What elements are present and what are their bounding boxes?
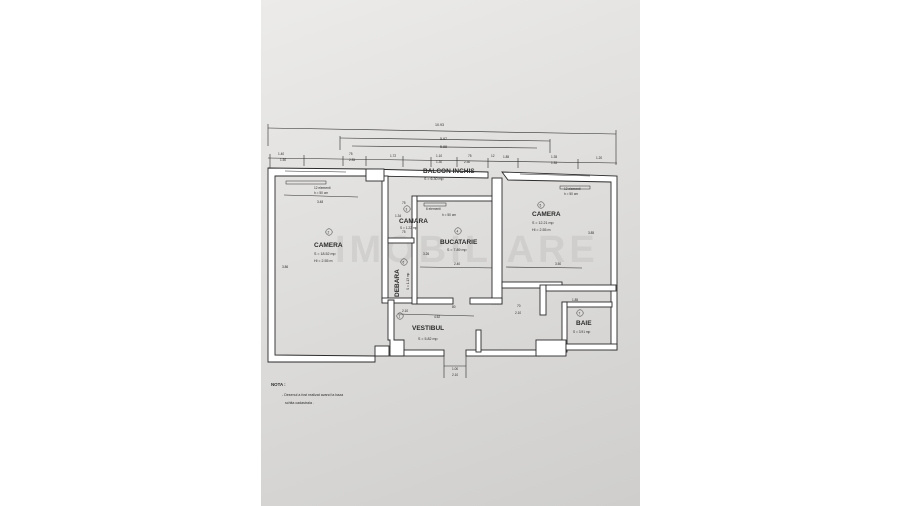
dim-right-height: 3.85	[588, 231, 594, 235]
dim-camara-1-34: 1.34	[395, 214, 401, 218]
vestibul-name: VESTIBUL	[412, 325, 444, 332]
baie-name: BAIE	[576, 320, 592, 327]
camera-right-heater-h: h = 50 cm	[564, 192, 578, 196]
debara-area: S = 1.13 mp	[406, 272, 410, 290]
balcony-area: S = 6.30 mp	[424, 177, 443, 181]
debara-name: DEBARA	[394, 269, 401, 297]
dim-hall-width: 4.52	[434, 315, 440, 319]
paper-sheet	[261, 0, 640, 506]
dim-top-a: 5.97	[440, 137, 447, 141]
dim-1-30: 1.30	[436, 160, 442, 164]
dim-1-10: 1.10	[436, 154, 442, 158]
camera-right-area: S = 12.21 mp	[532, 221, 553, 225]
left-margin	[0, 0, 261, 506]
camera-right-height: Hl = 2.55 m	[532, 228, 550, 232]
walls	[267, 167, 618, 363]
room-kitchen: 6 elementi h = 50 cm 4 BUCATARIE S = 7.8…	[426, 207, 478, 252]
right-margin	[640, 0, 900, 506]
vestibul-num: 1	[399, 315, 401, 319]
camara-name: CAMARA	[399, 218, 428, 225]
dim-door-70: 70	[517, 304, 521, 308]
dim-1-35b: 1.35	[551, 161, 557, 165]
note-title: NOTA :	[271, 382, 286, 387]
room-camera-left: 2 12 elementi h = 50 cm CAMERA S = 18.52…	[314, 186, 343, 263]
room-camara: 3 CAMARA S = 1.22 mp	[399, 208, 428, 231]
dimension-lines	[267, 124, 618, 367]
dim-1-40: 1.40	[278, 152, 284, 156]
dim-camara-75b: 75	[402, 230, 406, 234]
camera-right-num: 5	[540, 204, 542, 208]
note-block: NOTA : - Desenul a fost realizat avand l…	[271, 382, 343, 405]
dim-left-height: 3.86	[282, 265, 288, 269]
camara-area: S = 1.22 mp	[400, 226, 418, 230]
vestibul-area: S = 5.82 mp	[418, 337, 437, 341]
camera-left-heater: 12 elementi	[314, 186, 331, 190]
dim-camara-75: 75	[402, 201, 406, 205]
baie-num: 7	[579, 312, 581, 316]
dim-entry-2-10: 2.10	[452, 373, 458, 377]
dim-2-30: 2.30	[464, 160, 470, 164]
dim-2-35: 2.35	[349, 158, 355, 162]
baie-area: S = 3.91 mp	[573, 330, 591, 334]
watermark: IMOBILIARE	[335, 229, 599, 271]
dim-75a: 75	[349, 152, 353, 156]
dim-left-width: 3.48	[317, 200, 323, 204]
room-vestibul: 1 VESTIBUL S = 5.82 mp	[399, 315, 445, 342]
dim-1-50: 1.50	[280, 158, 286, 162]
camera-left-area: S = 18.52 mp	[314, 252, 335, 256]
dim-kitchen-width: 2.40	[454, 262, 460, 266]
kitchen-heater: 6 elementi	[426, 207, 441, 211]
camera-left-num: 2	[328, 231, 330, 235]
dim-kitchen-height: 3.26	[423, 252, 429, 256]
room-camera-right: 12 elementi h = 50 cm 5 CAMERA S = 12.21…	[532, 187, 581, 232]
dim-door-2-10: 2.10	[402, 309, 408, 313]
camara-num: 3	[406, 208, 408, 212]
dim-1-72: 1.72	[390, 154, 396, 158]
kitchen-num: 4	[457, 230, 459, 234]
room-debara: 6 DEBARA S = 1.13 mp	[394, 261, 410, 298]
kitchen-area: S = 7.89 mp	[447, 248, 466, 252]
dim-1-35a: 1.35	[551, 155, 557, 159]
balcony-name: BALCON INCHIS	[423, 168, 475, 175]
dim-door-80: 80	[452, 305, 456, 309]
note-line-1: - Desenul a fost realizat avand la baza	[282, 393, 343, 397]
dim-entry-1-00: 1.00	[452, 367, 458, 371]
dim-75b: 75	[468, 154, 472, 158]
windows-heaters	[284, 170, 591, 207]
camera-right-heater: 12 elementi	[564, 187, 581, 191]
room-number-circles	[325, 201, 584, 320]
kitchen-name: BUCATARIE	[440, 239, 478, 246]
dim-overall: 10.93	[435, 123, 444, 127]
dim-1-20: 1.20	[596, 156, 602, 160]
entrance-door	[443, 356, 467, 378]
dim-12: 12	[491, 154, 495, 158]
dim-right-width: 3.50	[555, 262, 561, 266]
kitchen-heater-h: h = 50 cm	[442, 213, 456, 217]
room-balcony: BALCON INCHIS S = 6.30 mp	[423, 168, 475, 181]
room-baie: 7 BAIE S = 3.91 mp	[573, 312, 592, 335]
camera-left-name: CAMERA	[314, 242, 343, 249]
camera-left-heater-h: h = 50 cm	[314, 191, 328, 195]
camera-left-height: Hl = 2.55 m	[314, 259, 332, 263]
camera-right-name: CAMERA	[532, 211, 561, 218]
debara-num: 6	[403, 261, 405, 265]
dim-top-b: 5.88	[440, 145, 447, 149]
dim-bath: 1.85	[572, 298, 578, 302]
dim-door-2-10b: 2.10	[515, 311, 521, 315]
note-line-2: schita cadastrala .	[285, 401, 314, 405]
dim-1-85: 1.85	[503, 155, 509, 159]
dimension-labels: 10.93 5.97 5.88 1.40 1.50 75 2.35 1.72 1…	[278, 123, 602, 377]
